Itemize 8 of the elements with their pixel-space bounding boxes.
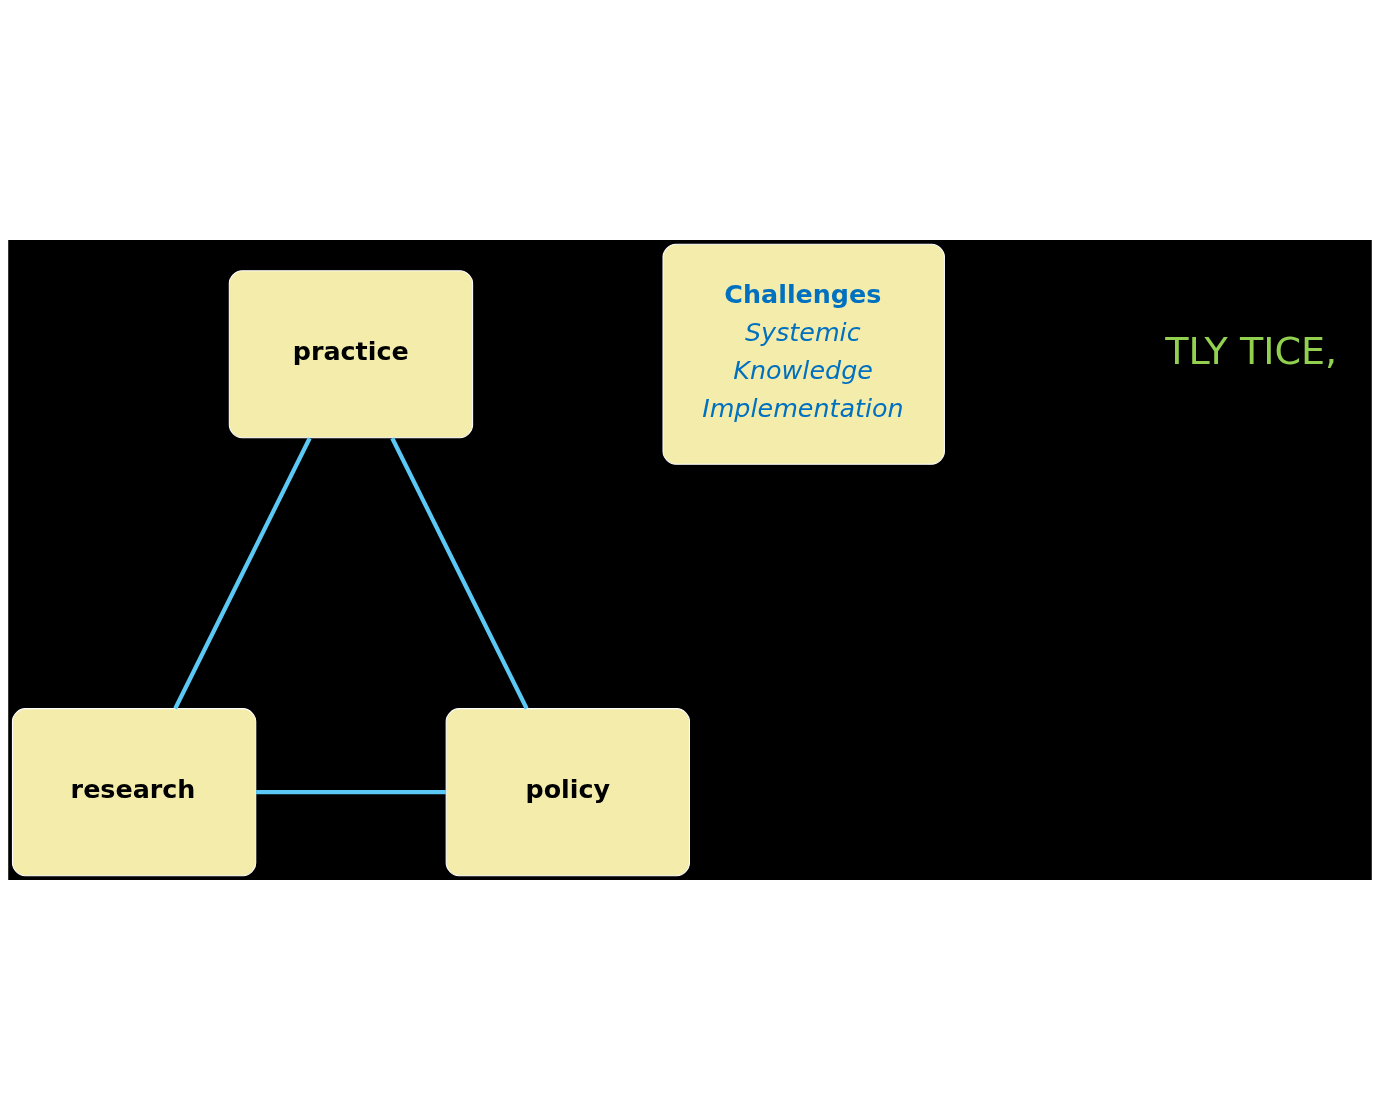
node-box: policy	[445, 708, 690, 877]
connector	[173, 437, 312, 710]
connector	[390, 437, 529, 710]
connector	[256, 790, 447, 795]
label: TLY TICE,	[1165, 328, 1338, 373]
node-box: research	[11, 708, 257, 877]
node-box: practice	[228, 270, 474, 439]
node-box: Challenges Systemic Knowledge Implementation	[662, 243, 945, 465]
